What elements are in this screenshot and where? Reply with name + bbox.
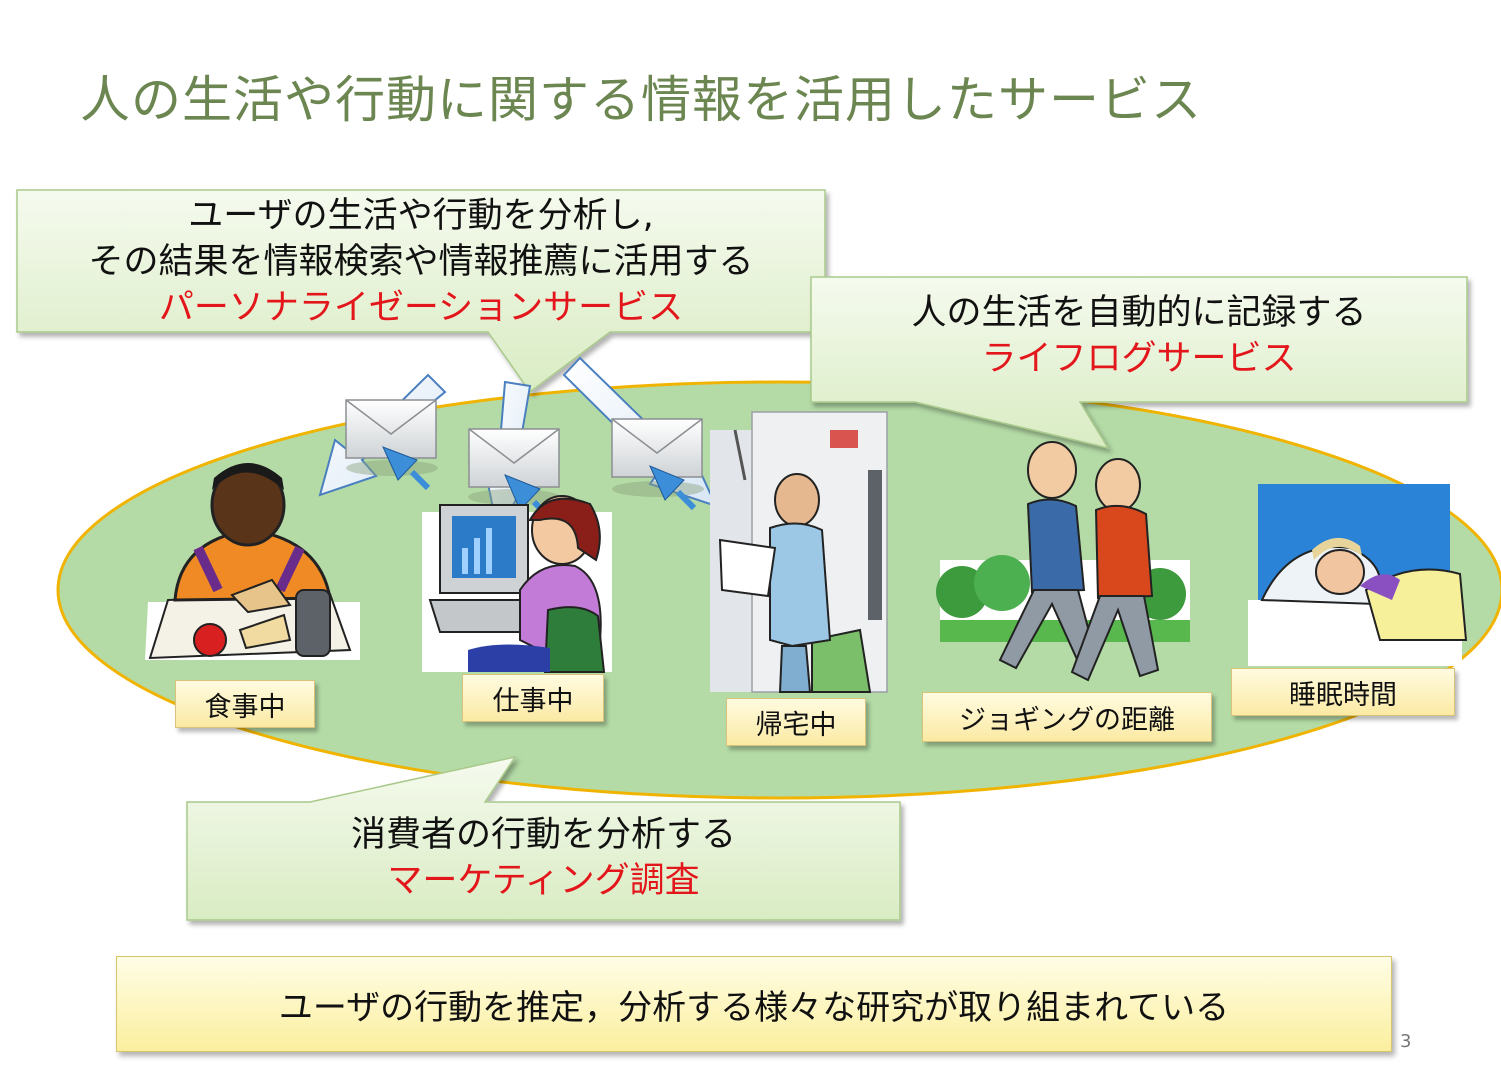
label-sleeping: 睡眠時間 <box>1231 668 1455 716</box>
callout-personalization-line1: ユーザの生活や行動を分析し, <box>188 196 654 236</box>
envelope-icon <box>345 399 438 491</box>
label-working: 仕事中 <box>462 674 604 722</box>
callout-personalization-highlight: パーソナライゼーションサービス <box>158 288 684 329</box>
callout-personalization-bubble <box>16 189 826 394</box>
callout-marketing-line1: 消費者の行動を分析する <box>350 815 736 855</box>
callout-marketing-bubble <box>186 755 901 921</box>
envelope-icon <box>468 428 560 519</box>
callout-marketing-highlight: マーケティング調査 <box>387 861 700 902</box>
callout-lifelog-highlight: ライフログサービス <box>981 339 1297 380</box>
label-commuting: 帰宅中 <box>726 698 866 746</box>
callout-lifelog: 人の生活を自動的に記録する ライフログサービス <box>811 290 1467 382</box>
commuting-person-illustration <box>710 411 888 693</box>
working-person-illustration <box>422 495 612 673</box>
envelope-icon <box>611 418 704 511</box>
callout-lifelog-bubble <box>810 276 1468 450</box>
label-eating: 食事中 <box>175 680 315 728</box>
summary-box: ユーザの行動を推定，分析する様々な研究が取り組まれている <box>116 956 1392 1052</box>
eating-person-illustration <box>145 463 360 660</box>
label-jogging: ジョギングの距離 <box>922 692 1212 742</box>
page-number: 3 <box>1400 1031 1412 1052</box>
jogging-people-illustration <box>936 441 1190 682</box>
sleeping-person-illustration <box>1248 484 1468 666</box>
callout-personalization-line2: その結果を情報検索や情報推薦に活用する <box>88 242 754 283</box>
callout-marketing: 消費者の行動を分析する マーケティング調査 <box>187 812 900 904</box>
callout-personalization: ユーザの生活や行動を分析し, その結果を情報検索や情報推薦に活用する パーソナラ… <box>17 193 825 332</box>
callout-lifelog-line1: 人の生活を自動的に記録する <box>911 293 1367 333</box>
slide-title: 人の生活や行動に関する情報を活用したサービス <box>80 71 1202 129</box>
